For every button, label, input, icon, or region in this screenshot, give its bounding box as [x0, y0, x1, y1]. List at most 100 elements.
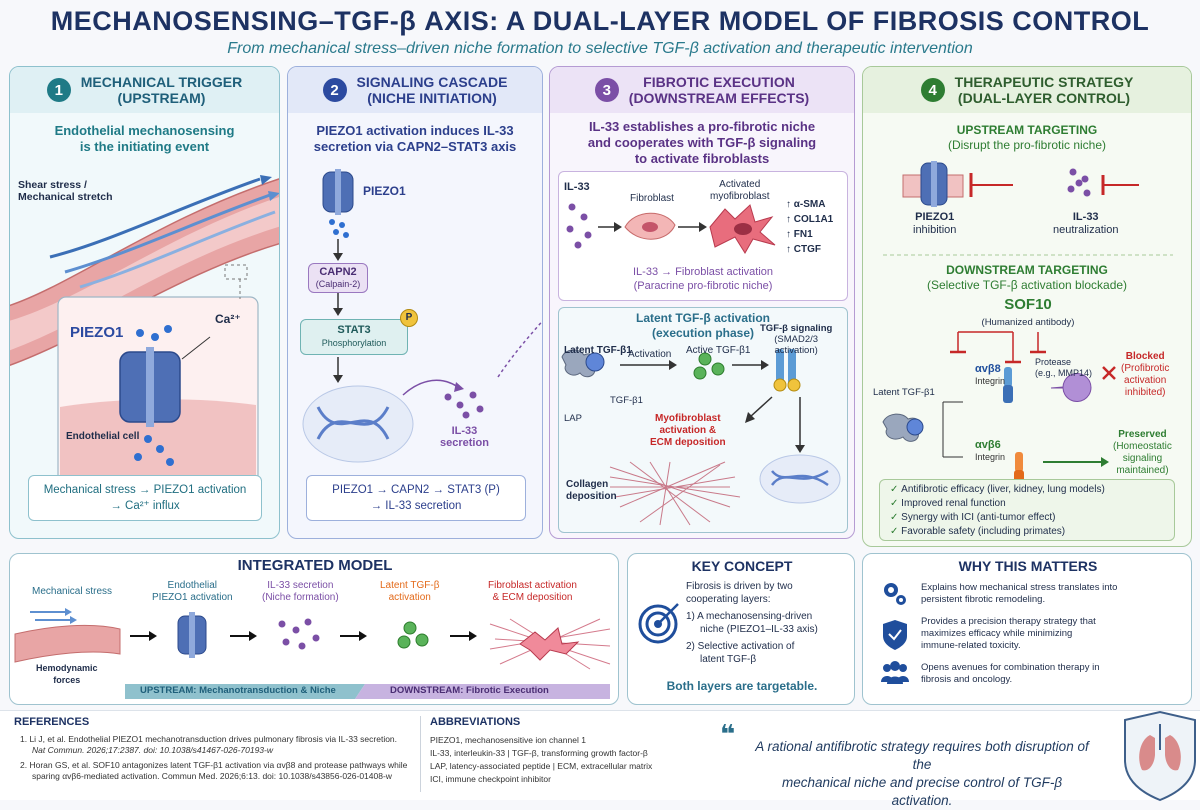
il33-label: IL-33 — [564, 181, 590, 193]
gears-icon — [884, 583, 906, 605]
il33-note: IL-33 → Fibroblast activation(Paracrine … — [632, 266, 773, 292]
why-row-3: Opens avenues for combination therapy in… — [921, 662, 1100, 685]
capn2-node: CAPN2(Calpain-2) — [308, 263, 368, 293]
lap-label: LAP — [564, 413, 582, 424]
upstream-targeting-heading: UPSTREAM TARGETING(Disrupt the pro-fibro… — [947, 123, 1107, 152]
integrated-model-title: INTEGRATED MODEL — [237, 557, 393, 574]
latent-tgf-label-4: Latent TGF-β1 — [873, 387, 935, 398]
piezo1-label: PIEZO1 — [70, 324, 124, 341]
marker-list: ↑ α-SMA↑ COL1A1↑ FN1↑ CTGF — [786, 199, 834, 255]
panel3-header: 3 FIBROTIC EXECUTION(DOWNSTREAM EFFECTS) — [550, 67, 854, 113]
panel4-header: 4 THERAPEUTIC STRATEGY(DUAL-LAYER CONTRO… — [863, 67, 1191, 113]
panel1-title: MECHANICAL TRIGGER(UPSTREAM) — [80, 74, 243, 106]
shield-icon — [883, 620, 907, 650]
check-item: ✓ Favorable safety (including primates) — [890, 526, 1066, 537]
flow-il33-secretion: IL-33 secretion(Niche formation) — [262, 580, 339, 603]
integrated-model-panel: INTEGRATED MODEL Mechanical stress Endot… — [9, 553, 619, 705]
people-icon — [881, 661, 909, 684]
why-matters-title: WHY THIS MATTERS — [958, 558, 1098, 574]
panel-signaling-cascade: 2 SIGNALING CASCADE(NICHE INITIATION) PI… — [287, 66, 543, 539]
check-item: ✓ Synergy with ICI (anti-tumor effect) — [890, 512, 1056, 523]
footer — [0, 710, 1200, 800]
panel3-title: FIBROTIC EXECUTION(DOWNSTREAM EFFECTS) — [628, 74, 810, 106]
therapy-illustration — [882, 161, 1173, 482]
concept-footer: Both layers are targetable. — [666, 679, 818, 693]
flow-fibroblast-activation: Fibroblast activation& ECM deposition — [488, 580, 577, 603]
integrated-model-flow — [14, 608, 611, 699]
why-row-1: Explains how mechanical stress translate… — [921, 582, 1118, 605]
panel2-header: 2 SIGNALING CASCADE(NICHE INITIATION) — [288, 67, 542, 113]
closing-quote: A rational antifibrotic strategy require… — [755, 739, 1089, 808]
fibrosis-illustration — [561, 203, 841, 526]
protease-label: Protease(e.g., MMP14) — [1035, 357, 1093, 378]
panel-therapeutic-strategy: 4 THERAPEUTIC STRATEGY(DUAL-LAYER CONTRO… — [862, 66, 1192, 547]
why-icons — [881, 583, 909, 684]
step-number-1: 1 — [46, 78, 71, 102]
piezo1-label-2: PIEZO1 — [363, 184, 406, 198]
footer-divider — [420, 716, 421, 792]
active-tgf-label: Active TGF-β1 — [686, 345, 751, 356]
why-row-2: Provides a precision therapy strategy th… — [921, 616, 1096, 651]
abbreviations-title: ABBREVIATIONS — [430, 716, 521, 728]
activation-label: Activation — [628, 349, 672, 360]
latent-tgf-label: Latent TGF-β1 — [564, 345, 632, 356]
calcium-label: Ca²⁺ — [215, 312, 241, 326]
fibroblast-label: Fibroblast — [630, 193, 674, 204]
panel1-header: 1 MECHANICAL TRIGGER(UPSTREAM) — [10, 67, 279, 113]
check-item: ✓ Antifibrotic efficacy (liver, kidney, … — [890, 484, 1105, 495]
reference-1: 1. Li J, et al. Endothelial PIEZO1 mecha… — [20, 734, 398, 755]
panel2-summary-box: PIEZO1 → CAPN2 → STAT3 (P)→ IL-33 secret… — [306, 475, 526, 521]
shear-stress-label: Shear stress /Mechanical stretch — [18, 179, 113, 203]
il33-subpanel — [558, 171, 848, 301]
vessel-illustration — [10, 175, 279, 518]
downstream-targeting-heading: DOWNSTREAM TARGETING(Selective TGF-β act… — [926, 263, 1128, 292]
key-concept-title: KEY CONCEPT — [691, 558, 793, 574]
flow-mechanical-stress: Mechanical stress — [32, 586, 113, 597]
cascade-illustration — [302, 169, 542, 463]
panel2-title: SIGNALING CASCADE(NICHE INITIATION) — [356, 74, 508, 106]
tgf-beta1-label: TGF-β1 — [610, 395, 643, 406]
step-number-4: 4 — [920, 78, 945, 102]
panel-fibrotic-execution: 3 FIBROTIC EXECUTION(DOWNSTREAM EFFECTS)… — [549, 66, 855, 539]
reference-2: 2. Horan GS, et al. SOF10 antagonizes la… — [20, 760, 408, 781]
phospho-badge: P — [400, 309, 418, 327]
latent-tgf-heading: Latent TGF-β activation(execution phase) — [636, 311, 770, 340]
check-item: ✓ Improved renal function — [890, 498, 1006, 509]
endothelial-cell-label: Endothelial cell — [66, 431, 140, 442]
sof10-label: SOF10 — [1004, 296, 1052, 313]
panel4-title: THERAPEUTIC STRATEGY(DUAL-LAYER CONTROL) — [954, 74, 1134, 106]
panel-mechanical-trigger: 1 MECHANICAL TRIGGER(UPSTREAM) Endotheli… — [9, 66, 280, 539]
references-title: REFERENCES — [14, 716, 90, 728]
open-quote-icon: ❝ — [720, 719, 736, 749]
page-title: MECHANOSENSING–TGF-β AXIS: A DUAL-LAYER … — [50, 6, 1150, 36]
step-number-3: 3 — [594, 78, 619, 102]
page-subtitle: From mechanical stress–driven niche form… — [227, 40, 973, 57]
target-icon — [638, 603, 679, 644]
upstream-band-label: UPSTREAM: Mechanotransduction & Niche — [140, 685, 336, 696]
panel1-summary-box: Mechanical stress → PIEZO1 activation→ C… — [28, 475, 262, 521]
downstream-band-label: DOWNSTREAM: Fibrotic Execution — [390, 685, 549, 696]
